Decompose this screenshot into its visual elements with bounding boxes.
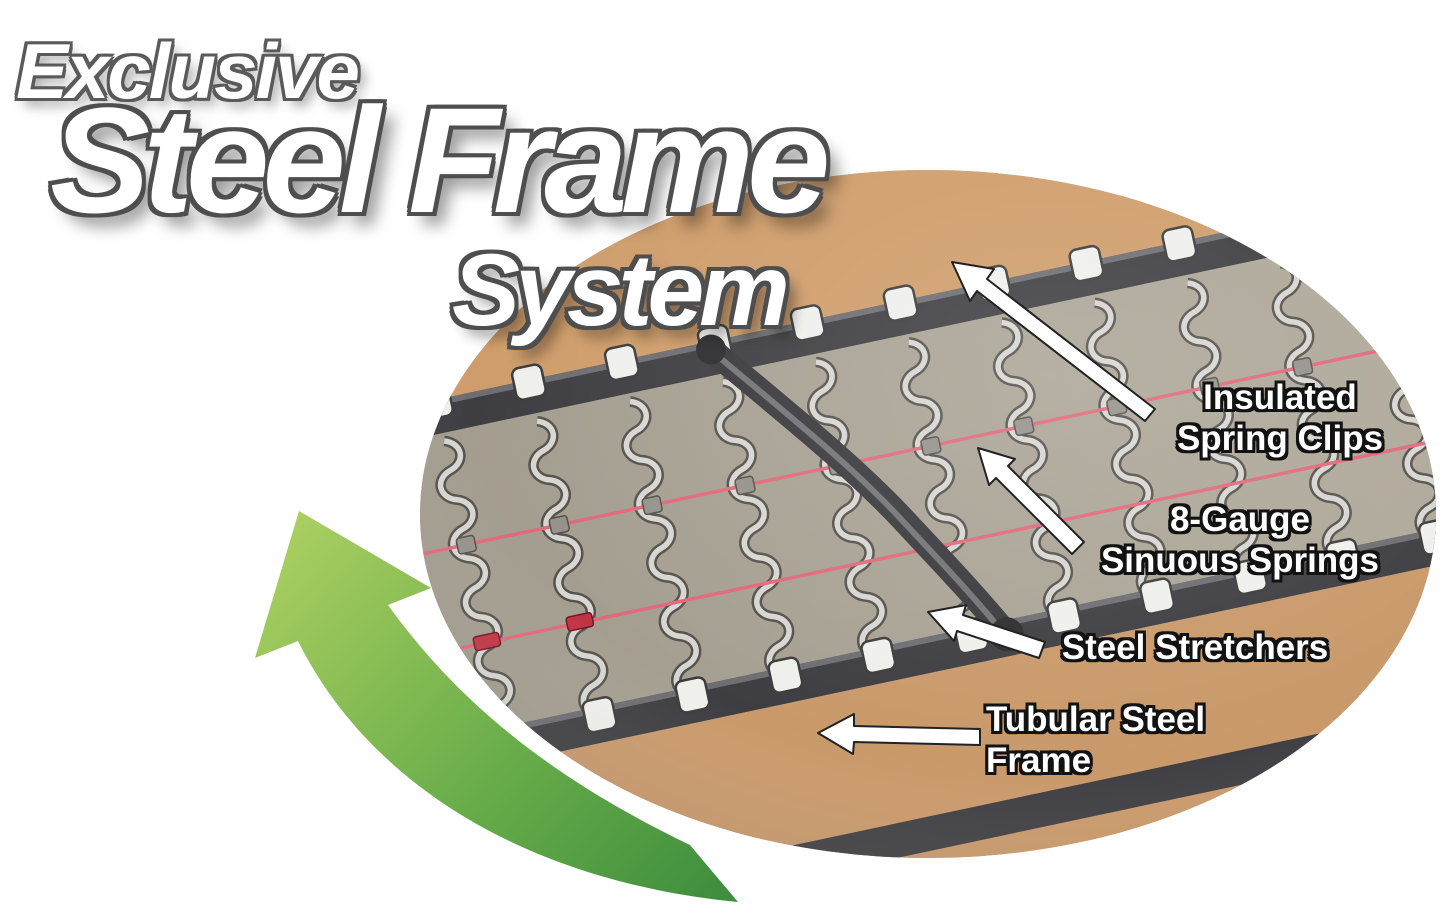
callout-sinuous-springs: 8-Gauge Sinuous Springs	[1100, 500, 1380, 580]
title-steel-frame: Steel Frame	[50, 76, 830, 244]
callout-insulated-spring-clips: Insulated Spring Clips	[1176, 378, 1384, 458]
callout-steel-stretchers: Steel Stretchers	[1061, 628, 1329, 667]
title-system: System	[452, 233, 790, 347]
callout-tubular-steel-frame: Tubular Steel Frame	[986, 700, 1206, 780]
title-exclusive: Exclusive	[16, 27, 360, 115]
